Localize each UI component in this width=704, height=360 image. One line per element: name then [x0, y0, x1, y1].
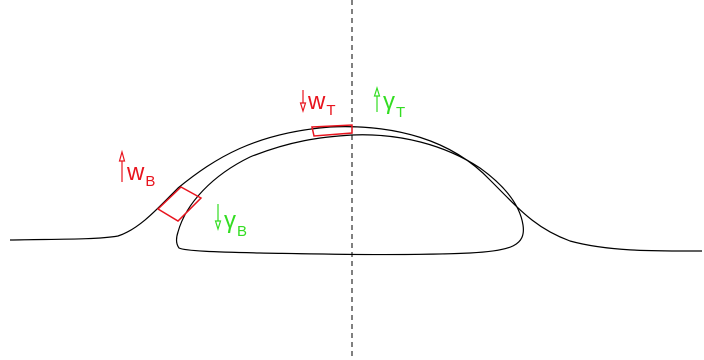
arrow-down-icon	[216, 204, 221, 229]
label-w-bottom-letter: w	[126, 159, 145, 186]
label-gamma-top-letter: γ	[383, 88, 395, 115]
arrow-down-icon	[301, 90, 306, 111]
label-gamma-bottom: γB	[224, 207, 247, 240]
label-w-bottom: wB	[126, 159, 155, 190]
label-gamma-bottom-subscript: B	[237, 223, 247, 240]
bottom-element-box	[158, 187, 201, 221]
label-gamma-bottom-letter: γ	[224, 207, 236, 234]
label-gamma-top-subscript: T	[396, 104, 405, 121]
label-w-top-subscript: T	[326, 102, 335, 119]
arrow-up-icon	[375, 88, 380, 112]
inner-surface	[177, 135, 524, 255]
label-w-top-letter: w	[307, 88, 326, 115]
outer-surface	[10, 127, 702, 251]
label-w-top: wT	[307, 88, 336, 119]
label-gamma-top: γT	[383, 88, 405, 121]
label-w-bottom-subscript: B	[145, 173, 155, 190]
arrow-up-icon	[120, 152, 125, 182]
